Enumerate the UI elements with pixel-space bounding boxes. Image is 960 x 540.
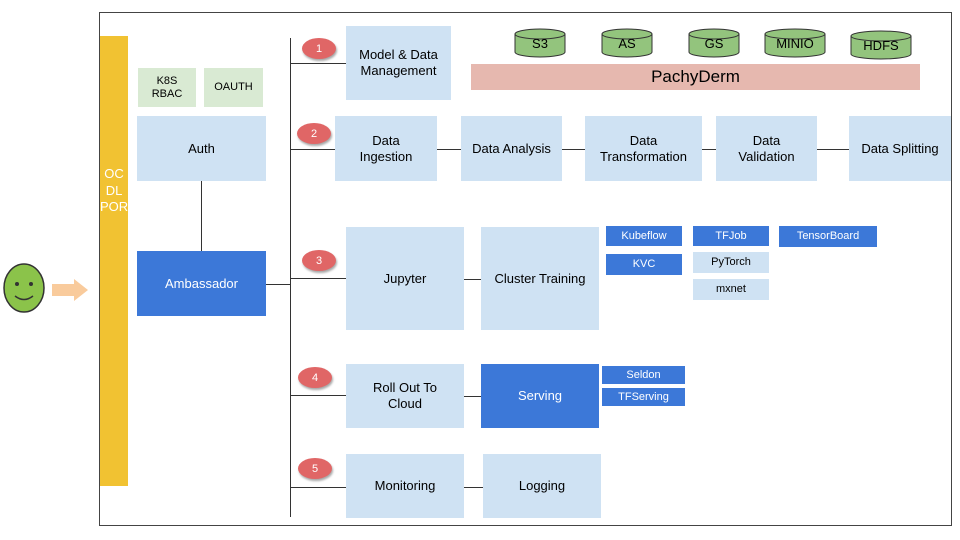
oauth-box[interactable]: OAUTH [204, 68, 263, 107]
row3-inner-connector [464, 279, 481, 280]
k8s-rbac-box[interactable]: K8S RBAC [138, 68, 196, 107]
row1-connector [290, 63, 346, 64]
storage-gs[interactable]: GS [688, 28, 740, 58]
storage-label: GS [704, 36, 724, 51]
tfserving-box[interactable]: TFServing [602, 388, 685, 406]
data-validation-box[interactable]: Data Validation [716, 116, 817, 181]
pipeline-connector [702, 149, 716, 150]
data-transformation-box[interactable]: Data Transformation [585, 116, 702, 181]
monitoring-box[interactable]: Monitoring [346, 454, 464, 518]
kvc-box[interactable]: KVC [606, 254, 682, 275]
row5-inner-connector [464, 487, 483, 488]
row4-inner-connector [464, 396, 481, 397]
cylinder-icon [601, 28, 653, 58]
step-badge-5: 5 [298, 458, 332, 479]
jupyter-box[interactable]: Jupyter [346, 227, 464, 330]
cylinder-icon [514, 28, 566, 58]
model-data-management-box[interactable]: Model & Data Management [346, 26, 451, 100]
serving-box[interactable]: Serving [481, 364, 599, 428]
auth-box[interactable]: Auth [137, 116, 266, 181]
ambassador-box[interactable]: Ambassador [137, 251, 266, 316]
roll-out-to-cloud-box[interactable]: Roll Out To Cloud [346, 364, 464, 428]
kubeflow-box[interactable]: Kubeflow [606, 226, 682, 246]
storage-hdfs[interactable]: HDFS [850, 30, 912, 60]
step-badge-1: 1 [302, 38, 336, 59]
row2-connector [290, 149, 335, 150]
portal-label: OC DL PORTAL [100, 166, 151, 215]
pipeline-connector [437, 149, 461, 150]
ambassador-connector [266, 284, 291, 285]
step-badge-3: 3 [302, 250, 336, 271]
step-badge-4: 4 [298, 367, 332, 388]
tfjob-box[interactable]: TFJob [693, 226, 769, 246]
storage-s3[interactable]: S3 [514, 28, 566, 58]
cylinder-icon [850, 30, 912, 60]
storage-label: MINIO [776, 36, 814, 51]
pipeline-connector [817, 149, 849, 150]
main-vertical-line [290, 38, 291, 517]
step-badge-2: 2 [297, 123, 331, 144]
right-arrow-icon [52, 279, 88, 301]
storage-label: HDFS [863, 38, 899, 53]
auth-ambassador-connector [201, 181, 202, 251]
seldon-box[interactable]: Seldon [602, 366, 685, 384]
pytorch-box[interactable]: PyTorch [693, 252, 769, 273]
pipeline-connector [562, 149, 585, 150]
cylinder-icon [764, 28, 826, 58]
oc-dl-portal-bar[interactable] [100, 36, 128, 486]
pachyderm-bar[interactable]: PachyDerm [471, 64, 920, 90]
tensorboard-box[interactable]: TensorBoard [779, 226, 877, 247]
logging-box[interactable]: Logging [483, 454, 601, 518]
cluster-training-box[interactable]: Cluster Training [481, 227, 599, 330]
data-analysis-box[interactable]: Data Analysis [461, 116, 562, 181]
cylinder-icon [688, 28, 740, 58]
diagram-frame [99, 12, 952, 526]
smiley-face-icon [3, 263, 45, 313]
row4-connector [290, 395, 346, 396]
data-splitting-box[interactable]: Data Splitting [849, 116, 951, 181]
data-ingestion-box[interactable]: Data Ingestion [335, 116, 437, 181]
storage-minio[interactable]: MINIO [764, 28, 826, 58]
storage-label: S3 [532, 36, 548, 51]
storage-label: AS [618, 36, 636, 51]
row5-connector [290, 487, 346, 488]
mxnet-box[interactable]: mxnet [693, 279, 769, 300]
row3-connector [290, 278, 346, 279]
storage-as[interactable]: AS [601, 28, 653, 58]
